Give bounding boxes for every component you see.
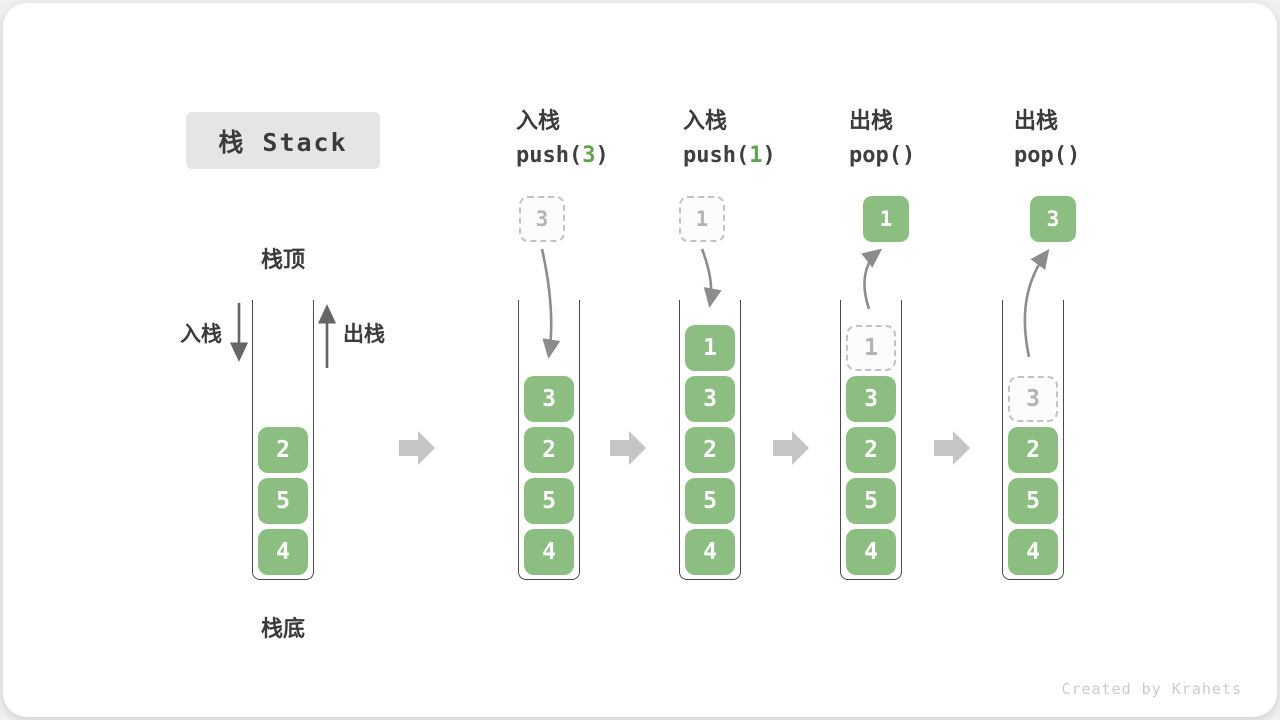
step-code: push(3) xyxy=(516,138,676,174)
push-side-label: 入栈 xyxy=(180,322,222,346)
incoming-value-1: 1 xyxy=(679,196,725,242)
stack-after-pop3: 3 2 5 4 xyxy=(1002,300,1064,580)
stack-cell: 4 xyxy=(1008,529,1058,575)
step-header-push1: 入栈 push(1) xyxy=(683,106,843,174)
stack-cell: 4 xyxy=(846,529,896,575)
watermark: Created by Krahets xyxy=(1061,680,1242,698)
stack-cell: 2 xyxy=(1008,427,1058,473)
pop-side-label: 出栈 xyxy=(343,322,385,346)
code-arg: 3 xyxy=(582,143,596,168)
step-code: pop() xyxy=(1014,138,1174,174)
stack-top-label: 栈顶 xyxy=(260,248,305,273)
code-text: pop() xyxy=(849,143,916,168)
stack-cell: 4 xyxy=(524,529,574,575)
stack-cell: 5 xyxy=(1008,478,1058,524)
incoming-value-3: 3 xyxy=(519,196,565,242)
stack-cell: 1 xyxy=(685,325,735,371)
code-arg: 1 xyxy=(749,143,763,168)
stack-cell: 5 xyxy=(846,478,896,524)
stack-cell: 2 xyxy=(846,427,896,473)
stack-cell: 4 xyxy=(685,529,735,575)
stack-cell: 2 xyxy=(258,427,308,473)
stack-cell: 4 xyxy=(258,529,308,575)
stack-cell: 3 xyxy=(524,376,574,422)
step-name: 出栈 xyxy=(1014,109,1059,134)
stack-cell: 2 xyxy=(685,427,735,473)
step-header-pop1: 出栈 pop() xyxy=(849,106,1009,174)
step-header-push3: 入栈 push(3) xyxy=(516,106,676,174)
stack-after-push1: 1 3 2 5 4 xyxy=(679,300,741,580)
stack-cell: 5 xyxy=(258,478,308,524)
step-name: 入栈 xyxy=(683,109,728,134)
stack-cell: 2 xyxy=(524,427,574,473)
stack-bottom-label: 栈底 xyxy=(260,617,305,642)
diagram-title: 栈 Stack xyxy=(186,112,380,169)
step-name: 入栈 xyxy=(516,109,561,134)
stack-after-pop1: 1 3 2 5 4 xyxy=(840,300,902,580)
stack-cell: 5 xyxy=(524,478,574,524)
stack-cell: 3 xyxy=(685,376,735,422)
code-text: ) xyxy=(595,143,609,168)
stack-cell-removed: 3 xyxy=(1008,376,1058,422)
step-code: push(1) xyxy=(683,138,843,174)
stack-cell: 3 xyxy=(846,376,896,422)
code-text: push( xyxy=(683,143,750,168)
stack-initial: 2 5 4 xyxy=(252,300,314,580)
step-name: 出栈 xyxy=(849,109,894,134)
step-header-pop2: 出栈 pop() xyxy=(1014,106,1174,174)
stack-after-push3: 3 2 5 4 xyxy=(518,300,580,580)
stack-cell-removed: 1 xyxy=(846,325,896,371)
stack-cell: 5 xyxy=(685,478,735,524)
code-text: pop() xyxy=(1014,143,1081,168)
popped-value-3: 3 xyxy=(1030,196,1076,242)
code-text: ) xyxy=(762,143,776,168)
step-code: pop() xyxy=(849,138,1009,174)
code-text: push( xyxy=(516,143,583,168)
popped-value-1: 1 xyxy=(863,196,909,242)
